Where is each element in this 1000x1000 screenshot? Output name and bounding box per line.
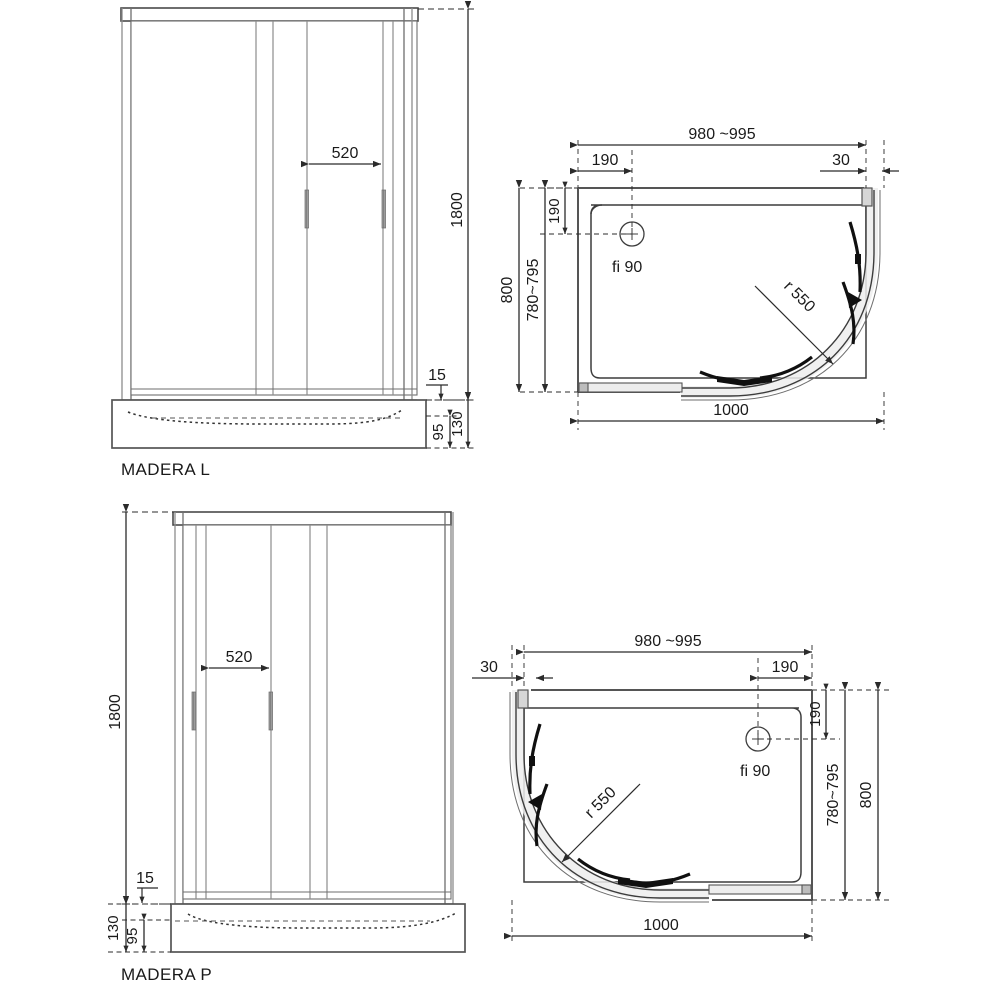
dimension-800-p: 800 xyxy=(858,682,882,900)
dimension-190v-p: 190 xyxy=(807,683,829,739)
door-handle-left[interactable] xyxy=(304,189,309,229)
dim-520-label-p: 520 xyxy=(226,649,253,666)
dimension-1000-p: 1000 xyxy=(504,917,812,940)
dim-95-label: 95 xyxy=(430,423,447,440)
dimension-190h-l: 190 xyxy=(570,152,632,175)
sliding-door-arcs xyxy=(699,221,862,386)
door-handle-right[interactable] xyxy=(381,189,386,229)
madera-p-elevation-view: 520 1800 15 130 95 MADERA P xyxy=(105,504,466,984)
dim-15-label: 15 xyxy=(428,367,446,384)
dimension-520-p: 520 xyxy=(201,649,269,672)
shower-tray-base xyxy=(111,399,427,449)
shower-tray-base-p xyxy=(170,903,466,953)
dimension-800-l: 800 xyxy=(499,180,523,392)
dimension-30-l: 30 xyxy=(820,152,899,175)
dimension-190v-l: 190 xyxy=(546,181,568,234)
dimension-15-l: 15 xyxy=(426,367,448,400)
dimension-780-795-p: 780~795 xyxy=(825,682,849,900)
right-jamb-p xyxy=(444,512,454,904)
dimension-130-p: 130 xyxy=(105,897,171,953)
view-title-madera-p: MADERA P xyxy=(121,965,212,984)
dim-520-label: 520 xyxy=(332,145,359,162)
dim-130-label: 130 xyxy=(449,411,466,437)
bottom-rail-endcap-p xyxy=(801,884,812,895)
dim-780-795-label-p: 780~795 xyxy=(825,764,842,827)
dim-95-label-p: 95 xyxy=(124,927,141,944)
dimension-520-l: 520 xyxy=(301,145,381,168)
glass-panels-p xyxy=(182,524,452,900)
top-rail xyxy=(120,7,419,22)
dim-190h-label-p: 190 xyxy=(772,659,799,676)
dimension-980-995-p: 980 ~995 xyxy=(516,633,812,656)
bottom-rail-endcap xyxy=(578,382,589,393)
tray-outline-p xyxy=(531,689,813,901)
madera-p-plan-view: fi 90 r 550 980 ~995 190 30 xyxy=(472,633,890,945)
dimension-95-p: 95 xyxy=(122,913,171,952)
dimension-980-995-l: 980 ~995 xyxy=(570,126,866,149)
dim-980-995-label-l: 980 ~995 xyxy=(688,126,755,143)
wall-profile-post-p xyxy=(517,689,529,709)
dim-1000-label-l: 1000 xyxy=(713,402,749,419)
dim-30-label-p: 30 xyxy=(480,659,498,676)
dimension-780-795-l: 780~795 xyxy=(525,180,549,392)
madera-l-elevation-view: 520 1800 15 130 95 MADERA L xyxy=(111,1,474,479)
sliding-door-arcs-p xyxy=(528,723,691,888)
madera-l-plan-view: fi 90 r 550 980 ~995 190 xyxy=(499,126,899,430)
dim-1800-label-p: 1800 xyxy=(107,694,124,730)
dim-190v-label-p: 190 xyxy=(807,701,824,727)
dim-780-795-label-l: 780~795 xyxy=(525,259,542,322)
dimension-30-p: 30 xyxy=(472,659,553,682)
wall-profile-post xyxy=(861,187,873,207)
dim-130-label-p: 130 xyxy=(105,915,122,941)
dimension-95-l: 95 xyxy=(426,409,458,448)
dim-1800-label: 1800 xyxy=(449,192,466,228)
top-rail-p xyxy=(172,511,452,526)
tray-inner-contour xyxy=(127,409,403,425)
dim-1000-label-p: 1000 xyxy=(643,917,679,934)
right-jamb xyxy=(403,8,413,400)
view-title-madera-l: MADERA L xyxy=(121,460,210,479)
glass-panels xyxy=(130,20,418,396)
bottom-rail-strip-p xyxy=(708,884,811,895)
dimension-130-l: 130 xyxy=(426,393,474,449)
dim-fi90-label-l: fi 90 xyxy=(612,259,642,276)
dimension-15-p: 15 xyxy=(136,870,158,903)
dim-30-label-l: 30 xyxy=(832,152,850,169)
door-handle-left-p[interactable] xyxy=(191,691,196,731)
dim-15-label-p: 15 xyxy=(136,870,154,887)
tray-inner-edge-p xyxy=(523,707,802,883)
dim-800-label-l: 800 xyxy=(499,277,516,304)
dim-800-label-p: 800 xyxy=(858,782,875,809)
dimension-1000-l: 1000 xyxy=(570,402,884,425)
bottom-rail-strip xyxy=(579,382,683,393)
door-handle-right-p[interactable] xyxy=(268,691,273,731)
dim-190h-label-l: 190 xyxy=(592,152,619,169)
dimension-190h-p: 190 xyxy=(750,659,812,682)
dim-fi90-label-p: fi 90 xyxy=(740,763,770,780)
dim-190v-label-l: 190 xyxy=(546,198,563,224)
dim-980-995-label-p: 980 ~995 xyxy=(634,633,701,650)
